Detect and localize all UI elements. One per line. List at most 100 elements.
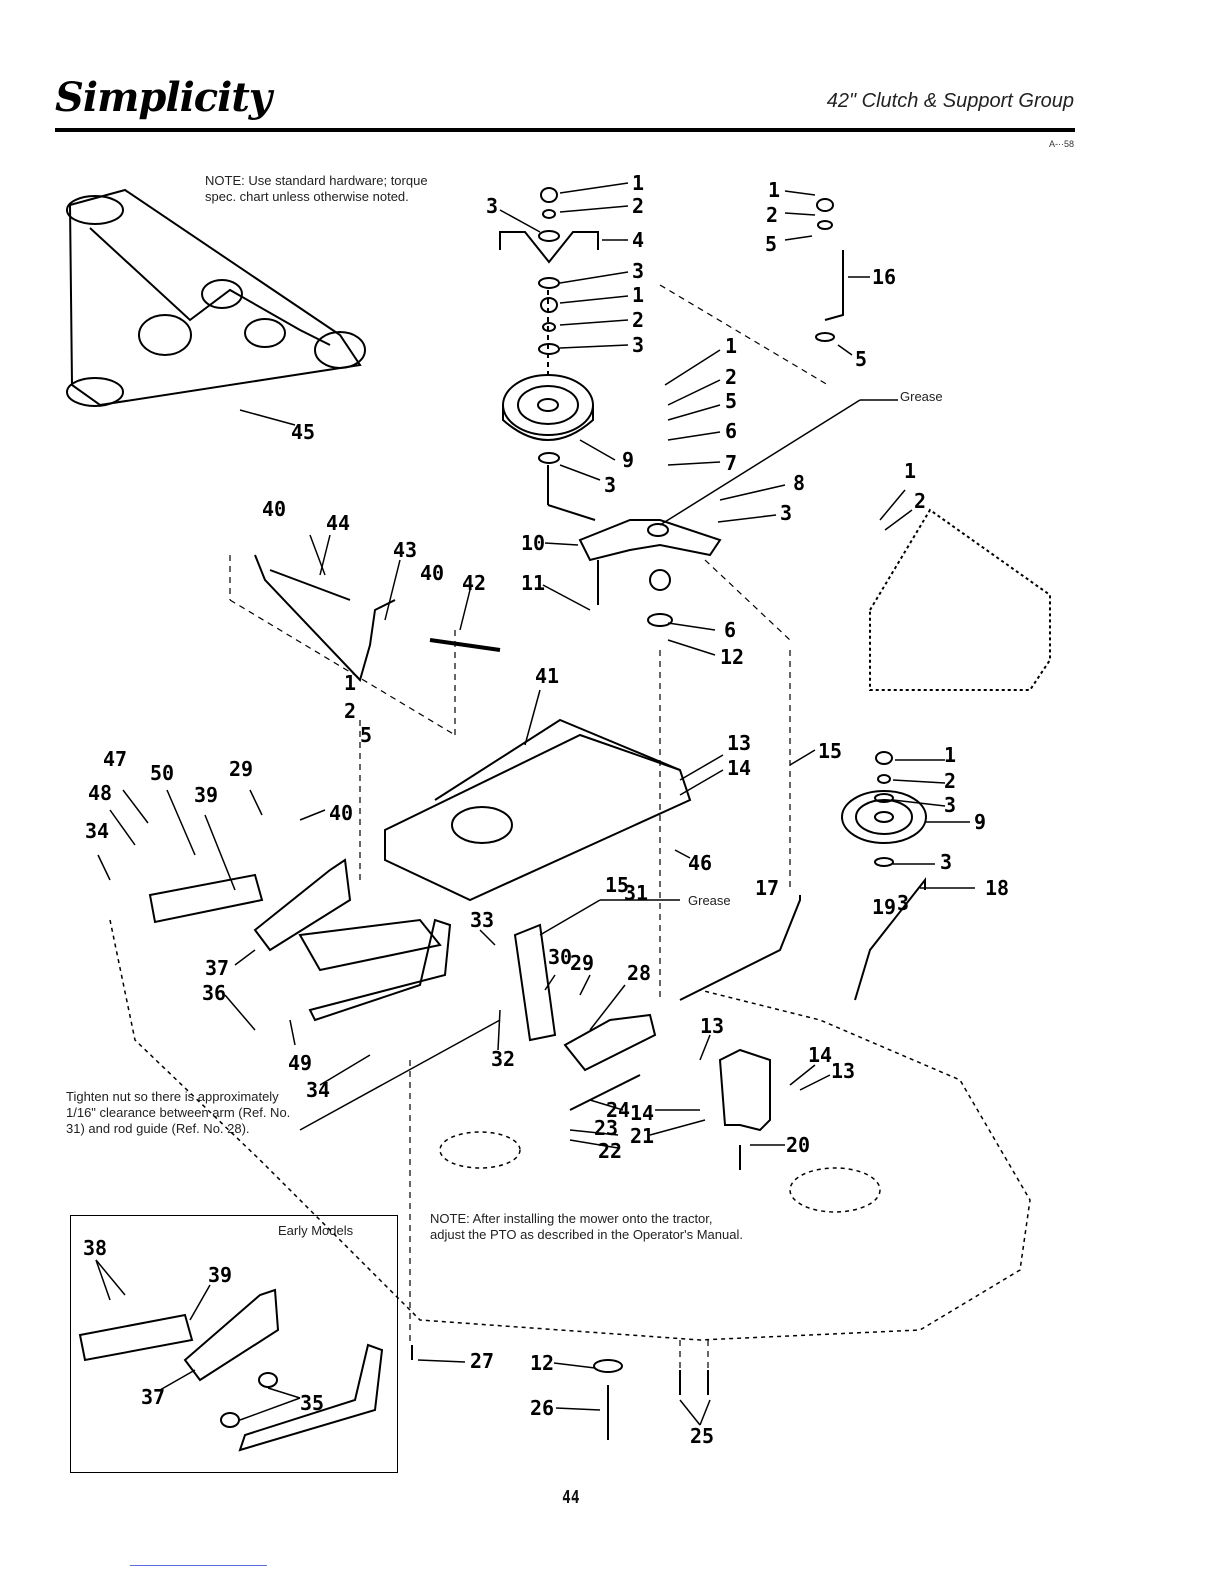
callout-1: 1 (904, 459, 916, 483)
callout-47: 47 (103, 747, 127, 771)
leader-lines (95, 182, 975, 1426)
callout-37: 37 (141, 1385, 165, 1409)
callout-1: 1 (344, 671, 356, 695)
callout-1: 1 (768, 178, 780, 202)
callout-2: 2 (344, 699, 356, 723)
callout-11: 11 (521, 571, 545, 595)
callout-15: 15 (818, 739, 842, 763)
callout-14: 14 (630, 1101, 654, 1125)
callout-45: 45 (291, 420, 315, 444)
callout-8: 8 (793, 471, 805, 495)
callout-6: 6 (724, 618, 736, 642)
callout-48: 48 (88, 781, 112, 805)
callout-20: 20 (786, 1133, 810, 1157)
callout-35: 35 (300, 1391, 324, 1415)
callout-37: 37 (205, 956, 229, 980)
callout-12: 12 (720, 645, 744, 669)
callout-3: 3 (780, 501, 792, 525)
hardware-note: NOTE: Use standard hardware; torque spec… (205, 173, 428, 204)
callout-2: 2 (725, 365, 737, 389)
callout-1: 1 (725, 334, 737, 358)
grease-label-upper: Grease (900, 389, 943, 404)
callout-40: 40 (329, 801, 353, 825)
callout-3: 3 (944, 793, 956, 817)
callout-38: 38 (83, 1236, 107, 1260)
callout-25: 25 (690, 1424, 714, 1448)
callout-21: 21 (630, 1124, 654, 1148)
callout-3: 3 (632, 259, 644, 283)
callout-4: 4 (632, 228, 644, 252)
page-title: 42" Clutch & Support Group (826, 90, 1074, 112)
callout-33: 33 (470, 908, 494, 932)
callout-6: 6 (725, 419, 737, 443)
callout-41: 41 (535, 664, 559, 688)
center-hardware-stack (499, 187, 599, 464)
callout-7: 7 (725, 451, 737, 475)
callout-2: 2 (632, 308, 644, 332)
page-number: 44 (562, 1487, 580, 1508)
callout-5: 5 (360, 723, 372, 747)
callout-13: 13 (700, 1014, 724, 1038)
belt-routing (66, 188, 366, 407)
callout-3: 3 (940, 850, 952, 874)
tighten-note: Tighten nut so there is approximately 1/… (66, 1089, 291, 1136)
callout-2: 2 (766, 203, 778, 227)
callout-17: 17 (755, 876, 779, 900)
callout-23: 23 (594, 1116, 618, 1140)
callout-9: 9 (622, 448, 634, 472)
rod-18 (854, 877, 926, 1001)
callout-40: 40 (420, 561, 444, 585)
callout-30: 30 (548, 945, 572, 969)
callout-34: 34 (85, 819, 109, 843)
callout-12: 12 (530, 1351, 554, 1375)
callout-43: 43 (393, 538, 417, 562)
callout-29: 29 (570, 951, 594, 975)
callout-42: 42 (462, 571, 486, 595)
callout-19: 19 (872, 895, 896, 919)
support-bracket (384, 718, 692, 902)
callout-26: 26 (530, 1396, 554, 1420)
rod-16 (815, 198, 844, 342)
callout-16: 16 (872, 265, 896, 289)
callout-34: 34 (306, 1078, 330, 1102)
callout-3: 3 (632, 333, 644, 357)
callout-1: 1 (944, 743, 956, 767)
mower-deck (109, 919, 1031, 1341)
callout-39: 39 (194, 783, 218, 807)
callout-18: 18 (985, 876, 1009, 900)
assembly-lines (229, 284, 829, 1370)
right-pulley (841, 751, 927, 867)
callout-9: 9 (974, 810, 986, 834)
link-underline (130, 1565, 267, 1566)
callout-3: 3 (604, 473, 616, 497)
center-arm (513, 923, 657, 1111)
callout-5: 5 (855, 347, 867, 371)
callout-36: 36 (202, 981, 226, 1005)
callout-13: 13 (727, 731, 751, 755)
callout-28: 28 (627, 961, 651, 985)
callout-2: 2 (944, 769, 956, 793)
callout-32: 32 (491, 1047, 515, 1071)
callout-27: 27 (470, 1349, 494, 1373)
callout-numbers: 1234312393125165125678310116121245404443… (83, 171, 1009, 1448)
callout-22: 22 (598, 1139, 622, 1163)
callout-1: 1 (632, 171, 644, 195)
callout-1: 1 (632, 283, 644, 307)
callout-49: 49 (288, 1051, 312, 1075)
callout-31: 31 (624, 881, 648, 905)
document-reference: A-··58 (1048, 139, 1074, 149)
callout-29: 29 (229, 757, 253, 781)
callout-24: 24 (606, 1098, 630, 1122)
callout-44: 44 (326, 511, 350, 535)
callout-14: 14 (808, 1043, 832, 1067)
callout-2: 2 (632, 194, 644, 218)
center-pulley (502, 290, 594, 441)
early-models-inset (70, 1215, 398, 1473)
linkage-rod (254, 554, 501, 682)
callout-5: 5 (765, 232, 777, 256)
callout-15: 15 (605, 873, 629, 897)
bracket-21 (718, 1048, 771, 1132)
brand-logo: Simplicity (55, 74, 272, 121)
bottom-hardware (411, 1145, 741, 1440)
header-rule (55, 128, 1075, 132)
